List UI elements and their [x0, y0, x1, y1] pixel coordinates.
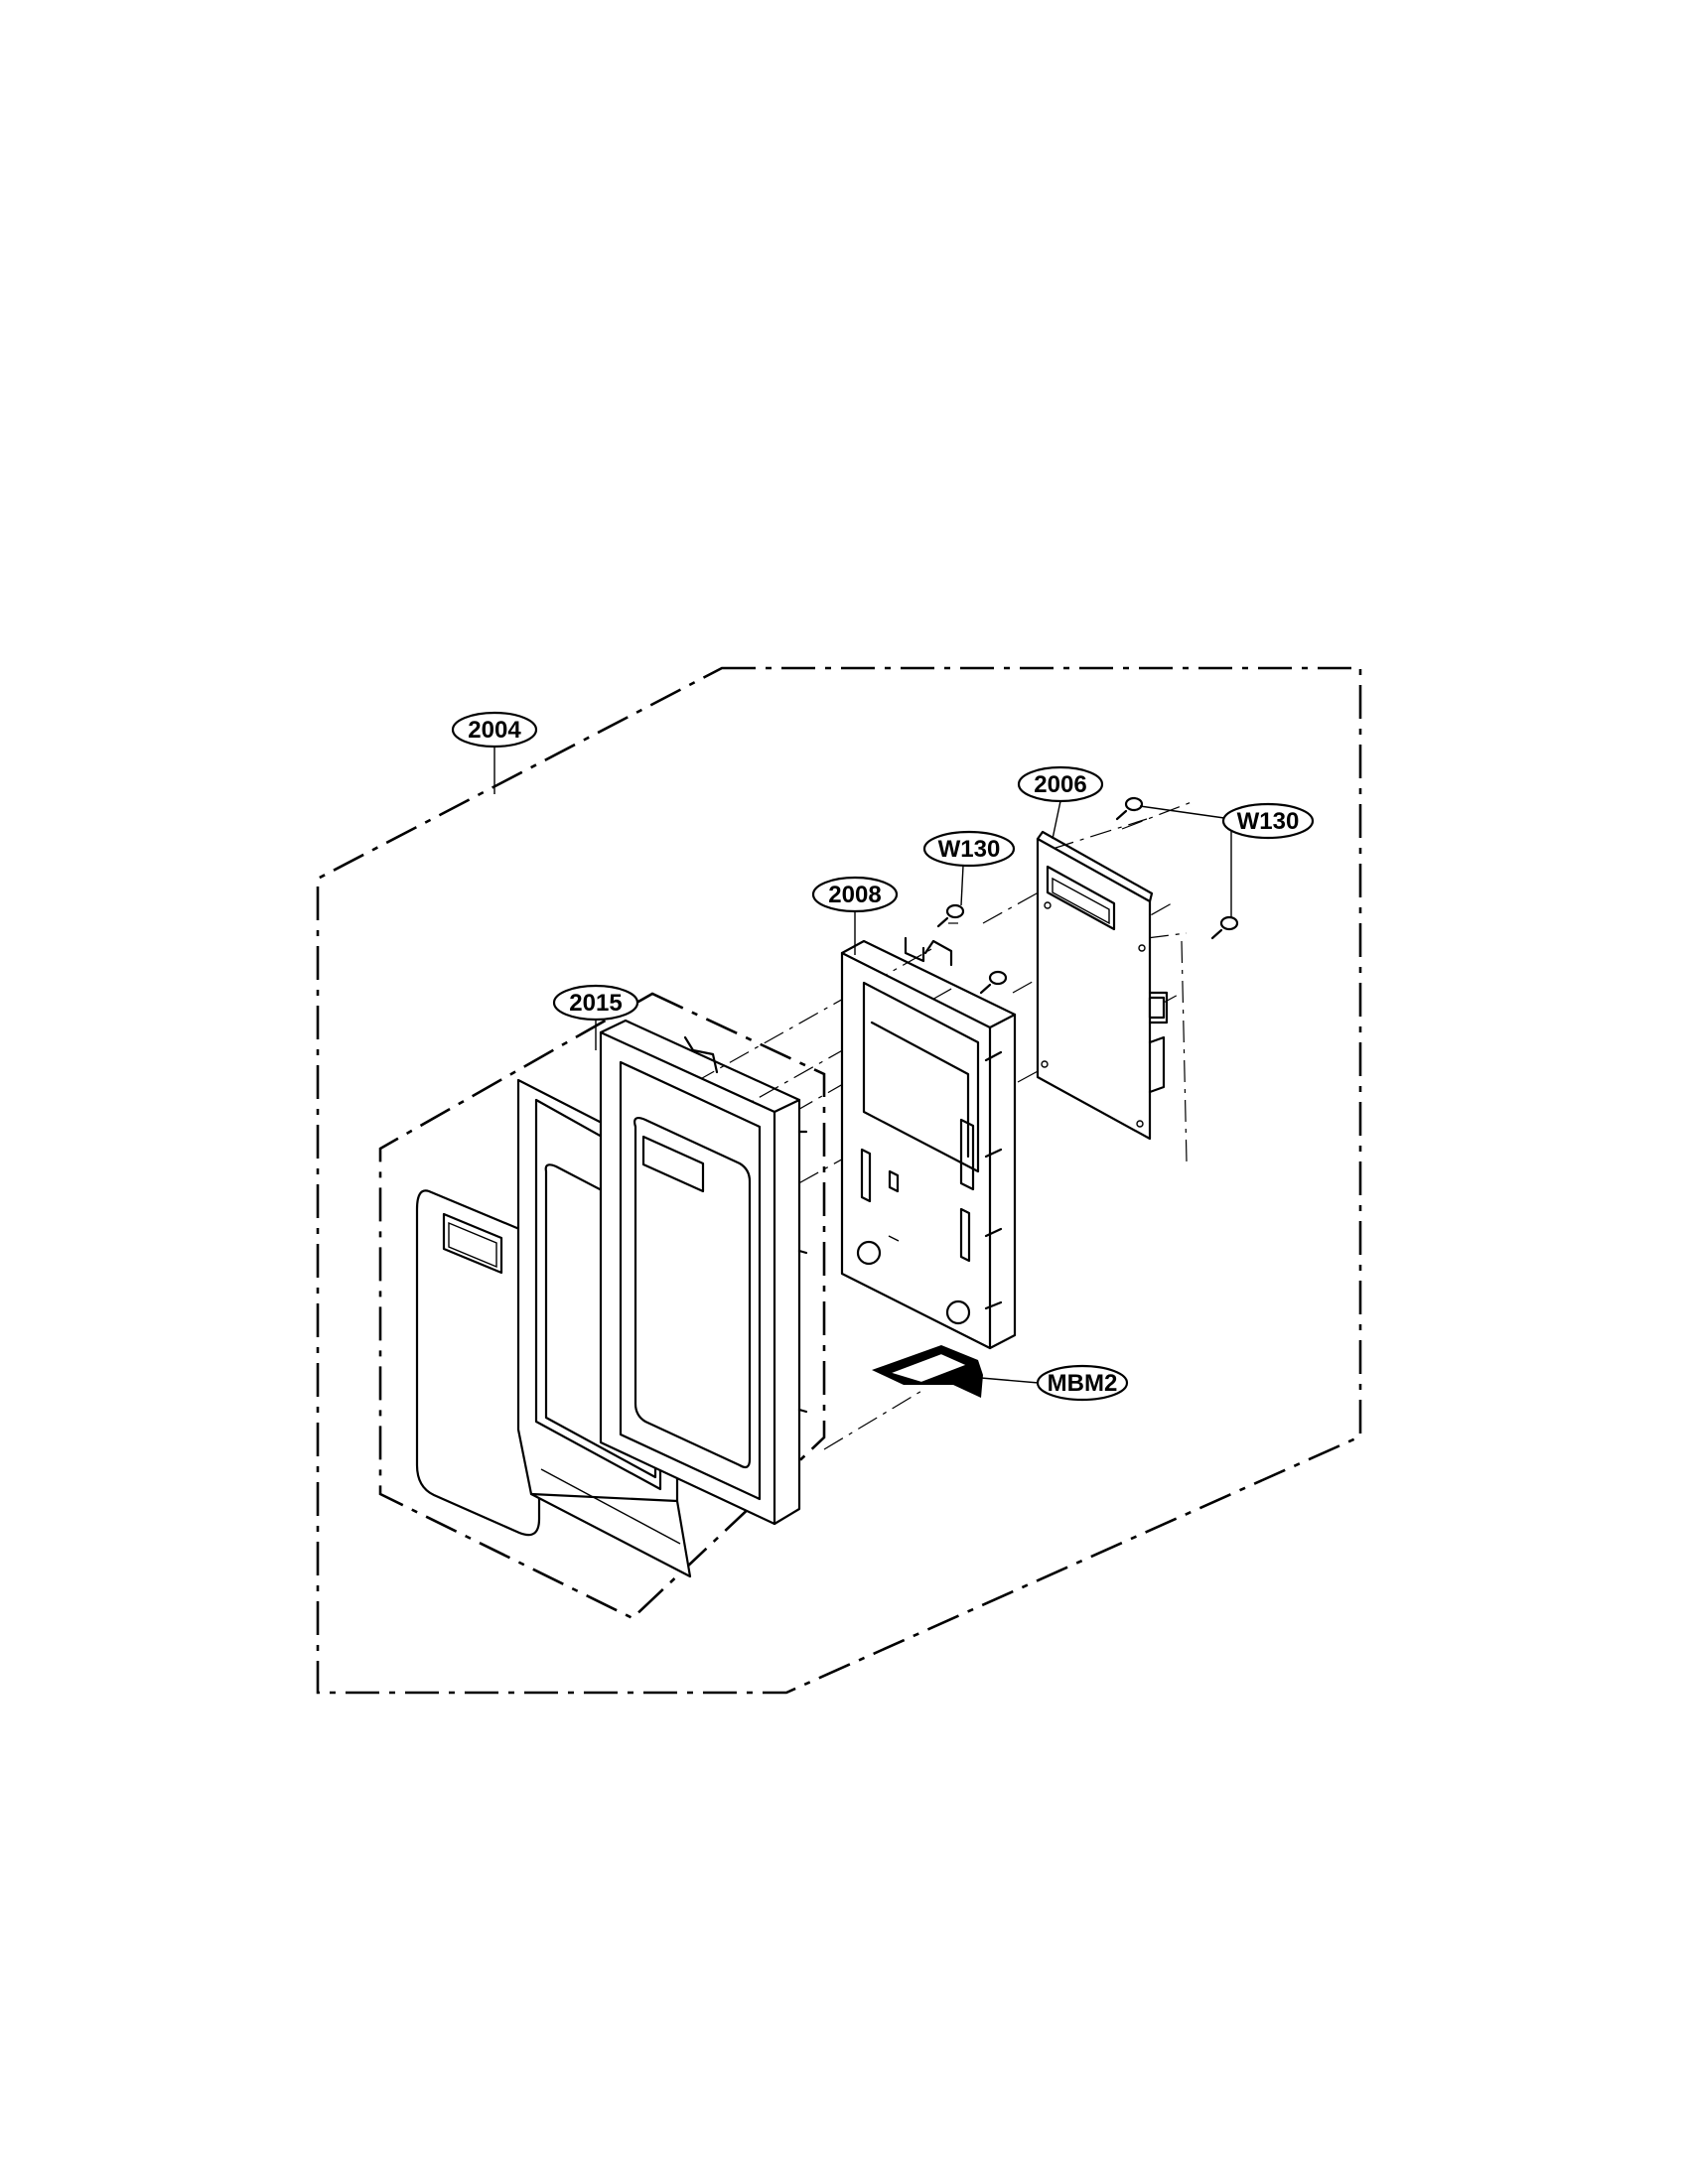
svg-text:2015: 2015: [569, 990, 622, 1017]
assembly-2015-boundary: [378, 992, 826, 1620]
assembly-2004-boundary: [316, 666, 1362, 1695]
leader-lines: [493, 747, 1232, 1384]
callout-w130-right: W130: [1221, 802, 1315, 840]
callout-2008: 2008: [811, 876, 899, 913]
svg-text:MBM2: MBM2: [1048, 1370, 1118, 1397]
screw-w130-left: [936, 903, 965, 928]
screw-group: [936, 796, 1239, 995]
callout-2015: 2015: [552, 984, 639, 1022]
callout-mbm2: MBM2: [1036, 1364, 1129, 1402]
svg-text:W130: W130: [938, 836, 1001, 863]
callout-2006: 2006: [1017, 765, 1104, 803]
control-panel-inner-housing: [599, 1019, 808, 1526]
svg-text:2008: 2008: [828, 882, 881, 908]
svg-text:2004: 2004: [468, 717, 521, 744]
screw-left-2: [979, 970, 1008, 995]
part-mbm2-clip: [872, 1345, 983, 1398]
svg-text:W130: W130: [1237, 808, 1300, 835]
callout-w130-left: W130: [922, 830, 1016, 868]
callout-2004: 2004: [451, 711, 538, 749]
circuit-board-2006: [1036, 830, 1169, 1141]
support-bracket-2008: [840, 936, 1017, 1350]
screw-w130-right-top: [1115, 796, 1144, 821]
svg-text:2006: 2006: [1034, 771, 1086, 798]
screw-w130-right-bottom: [1210, 915, 1239, 940]
